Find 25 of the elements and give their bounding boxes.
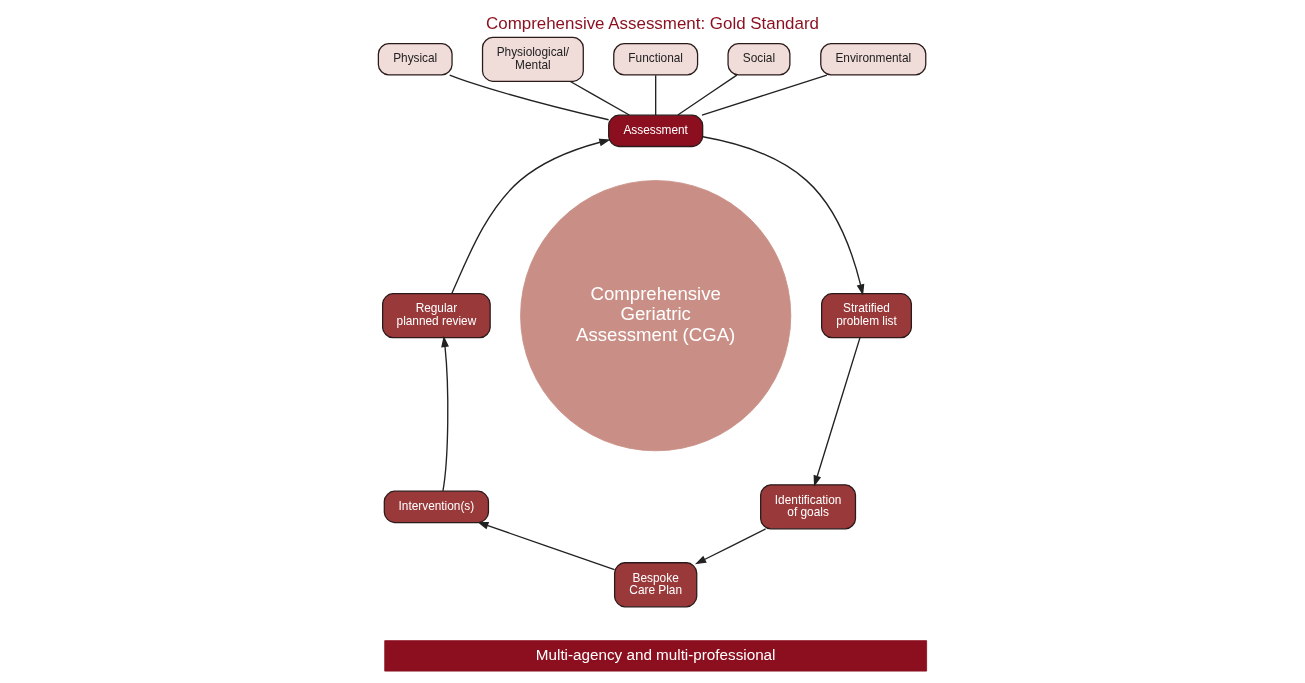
arrow [702, 136, 865, 296]
caption: Multi-agency and multi-professional [535, 645, 776, 663]
arrow [441, 335, 449, 492]
node-box: Regular planned review [382, 293, 491, 339]
connector [449, 74, 610, 121]
node-box: Intervention(s) [383, 490, 490, 524]
node-box: Bespoke Care Plan [613, 562, 698, 608]
diagram-title: Comprehensive Assessment: Gold Standard [486, 13, 819, 33]
node-box: Stratified problem list [821, 293, 912, 339]
node-box: Environmental [820, 43, 927, 76]
connector [701, 74, 828, 116]
connector [677, 74, 738, 116]
node-box: Functional [613, 43, 699, 76]
arrow [477, 521, 616, 571]
arrow [695, 528, 767, 565]
node-circle: Comprehensive Geriatric Assessment (CGA) [520, 180, 792, 452]
connector [569, 80, 630, 116]
node-box: Identification of goals [760, 484, 857, 530]
node-box: Physical [377, 43, 453, 76]
arrow [813, 337, 861, 487]
node-box: Social [727, 43, 791, 76]
node-box: Assessment [608, 114, 704, 148]
node-box: Physiological/ Mental [481, 36, 584, 82]
arrow [451, 138, 611, 295]
connector [655, 74, 657, 116]
